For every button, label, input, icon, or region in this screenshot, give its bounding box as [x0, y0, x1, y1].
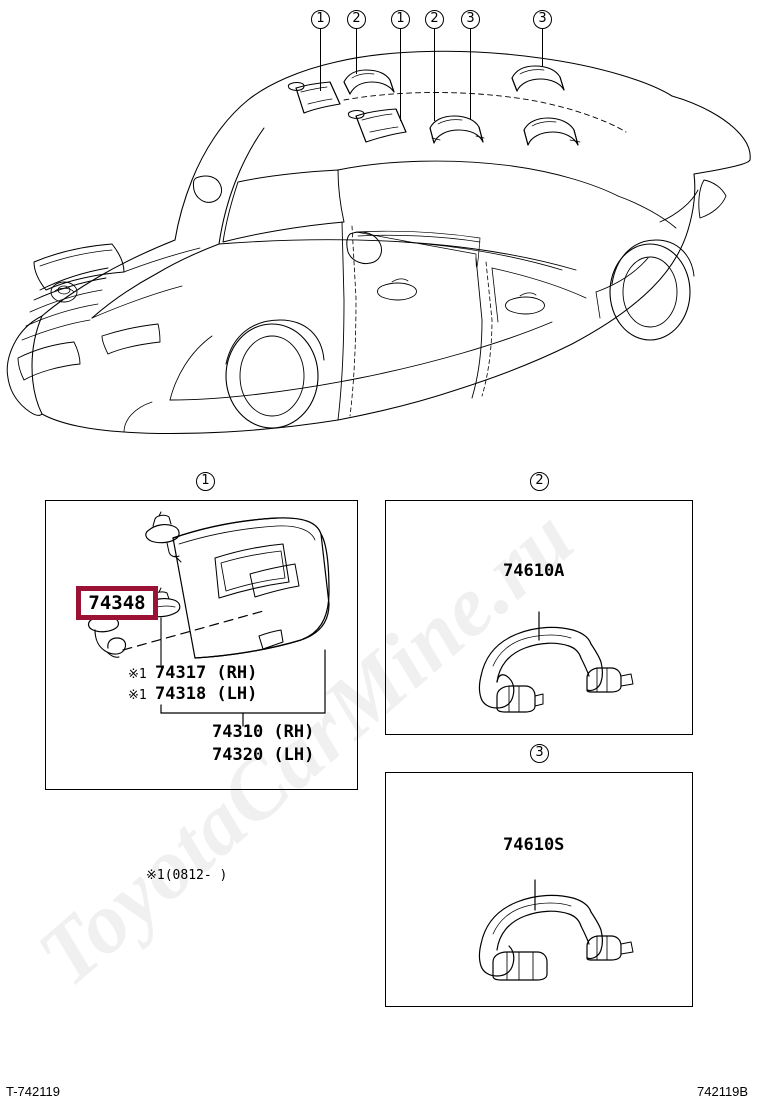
leader-line-5 [470, 29, 471, 119]
part-number-74318[interactable]: 74318 (LH) [155, 684, 258, 704]
leader-line-2 [356, 29, 357, 74]
callout-marker-2: 2 [347, 10, 366, 29]
callout-marker-4: 2 [425, 10, 444, 29]
part-number-74610s[interactable]: 74610S [503, 835, 565, 855]
assist-grip-74610s-drawing [478, 879, 634, 981]
callout-marker-5: 3 [461, 10, 480, 29]
panel-2-number: 2 [530, 472, 549, 491]
highlighted-part-number-text: 74348 [88, 592, 146, 614]
leader-line-4 [434, 29, 435, 121]
part-number-74310[interactable]: 74310 (RH) [212, 722, 315, 742]
part-mark-74318: ※1 [128, 688, 147, 703]
footnote-date-range: ※1(0812- ) [146, 868, 228, 883]
panel-1-number: 1 [196, 472, 215, 491]
leader-line-1 [320, 29, 321, 91]
drawing-code-left: T-742119 [6, 1084, 60, 1099]
panel-2-frame [385, 500, 693, 735]
part-number-74317[interactable]: 74317 (RH) [155, 663, 258, 683]
callout-marker-6: 3 [533, 10, 552, 29]
leader-line-3 [400, 29, 401, 121]
panel-3-frame [385, 772, 693, 1007]
highlighted-part-number-74348[interactable]: 74348 [76, 586, 158, 620]
callout-marker-3: 1 [391, 10, 410, 29]
panel-3-number: 3 [530, 744, 549, 763]
part-number-74320[interactable]: 74320 (LH) [212, 745, 315, 765]
panel-1-frame [45, 500, 358, 790]
leader-line-6 [542, 29, 543, 67]
part-mark-74317: ※1 [128, 667, 147, 682]
assist-grip-74610a-drawing [478, 611, 634, 713]
part-number-74610a[interactable]: 74610A [503, 561, 565, 581]
callout-marker-1: 1 [311, 10, 330, 29]
drawing-code-right: 742119B [697, 1084, 749, 1099]
